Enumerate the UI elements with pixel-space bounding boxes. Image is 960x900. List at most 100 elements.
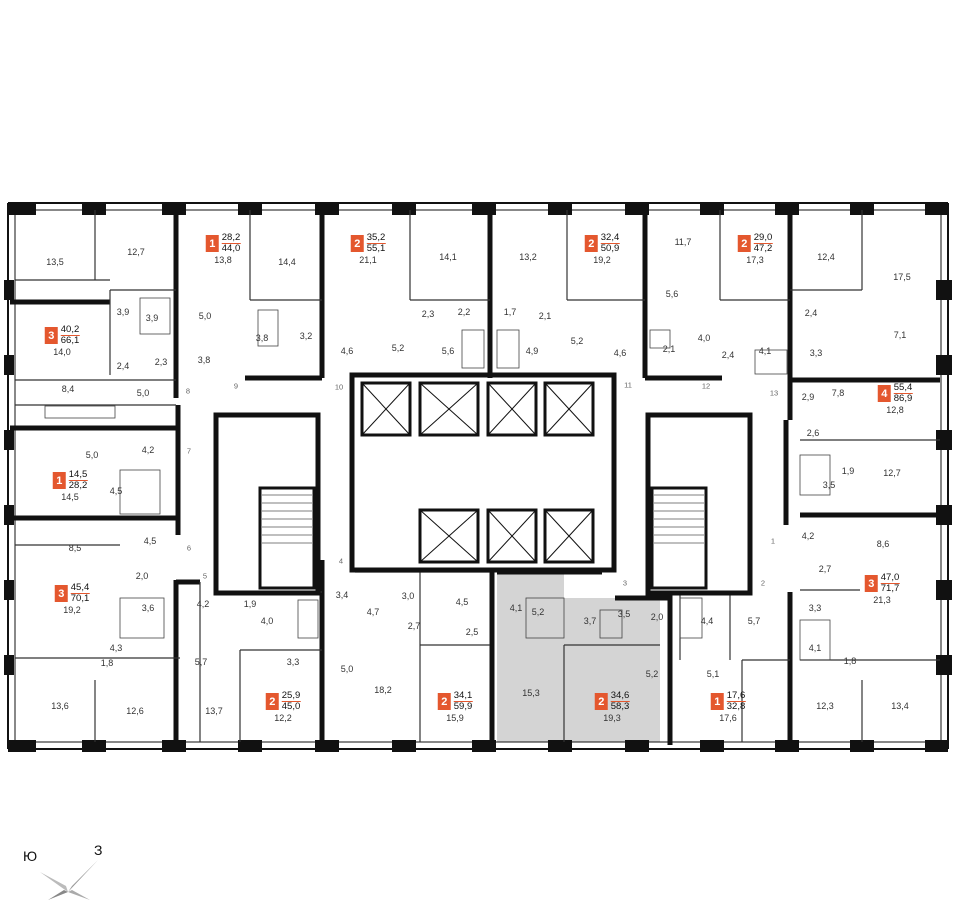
room-area: 13,6 — [51, 701, 69, 711]
room-area: 12,4 — [817, 252, 835, 262]
room-area: 2,9 — [801, 392, 815, 402]
room-area: 17,5 — [893, 272, 911, 282]
room-area: 3,3 — [808, 603, 822, 613]
room-area: 5,2 — [391, 343, 405, 353]
room-area: 14,1 — [439, 252, 457, 262]
room-area: 2,6 — [806, 428, 820, 438]
room-area: 11,7 — [674, 237, 692, 247]
total-area: 17,6 — [726, 690, 746, 702]
room-area: 5,1 — [706, 669, 720, 679]
room-area: 5,6 — [665, 289, 679, 299]
living-area: 19,2 — [63, 605, 81, 615]
gross-area: 47,2 — [753, 243, 773, 254]
building-core — [213, 372, 753, 596]
door-number: 2 — [760, 578, 766, 588]
room-area: 5,0 — [85, 450, 99, 460]
room-area: 2,1 — [538, 311, 552, 321]
rooms-badge: 4 — [877, 385, 891, 402]
room-area: 1,9 — [243, 599, 257, 609]
room-area: 4,2 — [801, 531, 815, 541]
gross-area: 55,1 — [366, 243, 386, 254]
room-area: 3,5 — [617, 609, 631, 619]
total-area: 35,2 — [366, 232, 386, 244]
compass: Ю З — [18, 842, 108, 900]
door-number: 3 — [622, 578, 628, 588]
rooms-badge: 1 — [710, 693, 724, 710]
room-area: 12,6 — [126, 706, 144, 716]
highlighted-apartment-area[interactable] — [497, 572, 660, 742]
room-area: 5,0 — [136, 388, 150, 398]
gross-area: 71,7 — [880, 583, 900, 594]
total-area: 29,0 — [753, 232, 773, 244]
total-area: 32,4 — [600, 232, 620, 244]
door-number: 7 — [186, 446, 192, 456]
rooms-badge: 2 — [437, 693, 451, 710]
room-area: 2,3 — [154, 357, 168, 367]
room-area: 3,5 — [822, 480, 836, 490]
compass-rose-icon — [40, 860, 98, 900]
rooms-badge: 2 — [584, 235, 598, 252]
gross-area: 58,3 — [610, 701, 630, 712]
rooms-badge: 1 — [205, 235, 219, 252]
total-area: 34,1 — [453, 690, 473, 702]
rooms-badge: 2 — [265, 693, 279, 710]
rooms-badge: 2 — [737, 235, 751, 252]
room-area: 4,2 — [141, 445, 155, 455]
door-number: 9 — [233, 381, 239, 391]
living-area: 21,3 — [873, 595, 891, 605]
room-area: 3,6 — [141, 603, 155, 613]
living-area: 15,9 — [446, 713, 464, 723]
room-area: 13,2 — [519, 252, 537, 262]
door-number: 13 — [769, 388, 779, 398]
interior-walls — [10, 205, 940, 745]
gross-area: 45,0 — [281, 701, 301, 712]
living-area: 12,8 — [886, 405, 904, 415]
gross-area: 70,1 — [70, 593, 90, 604]
room-area: 4,0 — [697, 333, 711, 343]
room-area: 2,0 — [650, 612, 664, 622]
door-number: 1 — [770, 536, 776, 546]
door-number: 6 — [186, 543, 192, 553]
room-area: 4,6 — [340, 346, 354, 356]
total-area: 45,4 — [70, 582, 90, 594]
room-area: 1,8 — [100, 658, 114, 668]
room-area: 3,9 — [145, 313, 159, 323]
total-area: 14,5 — [68, 469, 88, 481]
room-area: 7,8 — [831, 388, 845, 398]
total-area: 34,6 — [610, 690, 630, 702]
living-area: 21,1 — [359, 255, 377, 265]
room-area: 5,2 — [531, 607, 545, 617]
room-area: 3,8 — [197, 355, 211, 365]
room-area: 8,4 — [61, 384, 75, 394]
room-area: 8,5 — [68, 543, 82, 553]
room-area: 4,2 — [196, 599, 210, 609]
room-area: 5,6 — [441, 346, 455, 356]
gross-area: 32,8 — [726, 701, 746, 712]
room-area: 5,2 — [645, 669, 659, 679]
gross-area: 86,9 — [893, 393, 913, 404]
room-area: 2,5 — [465, 627, 479, 637]
door-number: 10 — [334, 382, 344, 392]
gross-area: 28,2 — [68, 480, 88, 491]
rooms-badge: 3 — [44, 327, 58, 344]
room-area: 3,3 — [286, 657, 300, 667]
door-number: 4 — [338, 556, 344, 566]
room-area: 3,3 — [809, 348, 823, 358]
living-area: 17,3 — [746, 255, 764, 265]
gross-area: 59,9 — [453, 701, 473, 712]
room-area: 13,5 — [46, 257, 64, 267]
